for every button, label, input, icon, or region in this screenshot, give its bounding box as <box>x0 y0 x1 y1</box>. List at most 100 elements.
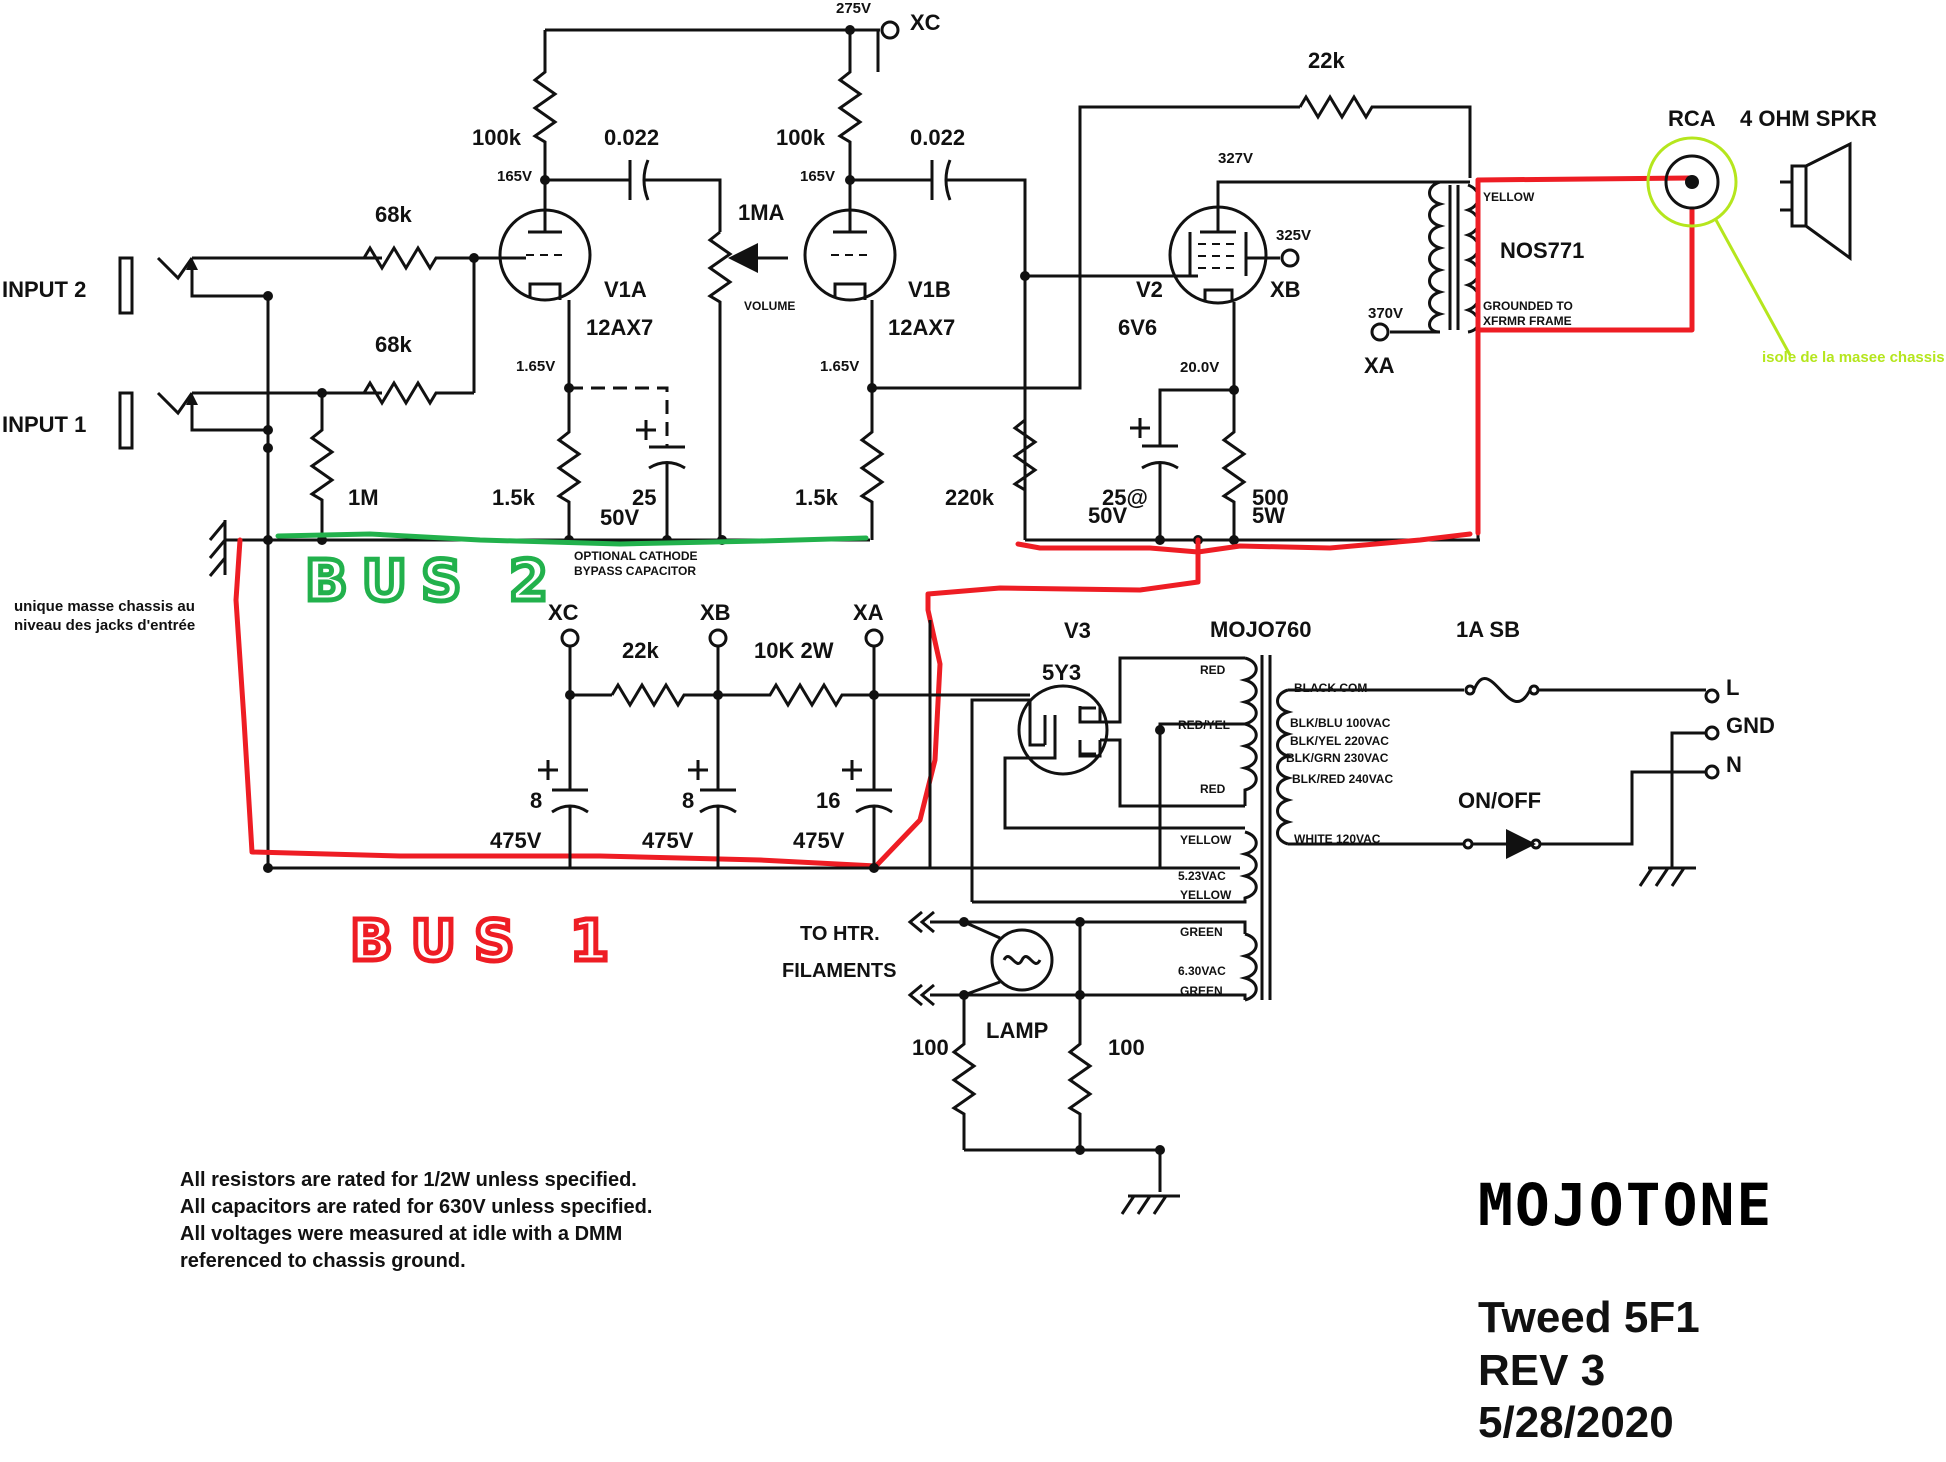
label-25-a: 25 <box>632 485 656 510</box>
voltage-370: 370V <box>1368 305 1403 322</box>
pt-red-bot: RED <box>1200 782 1226 796</box>
v3-name: V3 <box>1064 618 1091 643</box>
label-8-a-v: 475V <box>490 828 542 853</box>
heater-ground-icon <box>1120 1194 1180 1215</box>
ot-yellow: YELLOW <box>1483 190 1535 204</box>
rca-jack <box>1646 136 1738 228</box>
volume-pot <box>707 230 788 540</box>
capacitor-8-a <box>538 695 589 868</box>
label-220k: 220k <box>945 485 995 510</box>
pt-630: 6.30VAC <box>1178 964 1226 978</box>
tube-v3 <box>940 656 1245 902</box>
capacitor-16 <box>842 695 893 868</box>
rca-label: RCA <box>1668 106 1716 131</box>
pt-blk-red: BLK/RED 240VAC <box>1292 772 1393 786</box>
switch-label: ON/OFF <box>1458 788 1541 813</box>
pt-yellow-bot: YELLOW <box>1180 888 1232 902</box>
v2-type: 6V6 <box>1118 315 1157 340</box>
mains-gnd: GND <box>1726 713 1775 738</box>
ot-ground-1: GROUNDED TO <box>1483 299 1573 313</box>
pt-blk-yel: BLK/YEL 220VAC <box>1290 734 1389 748</box>
label-16-v: 475V <box>793 828 845 853</box>
label-0022-a: 0.022 <box>604 125 659 150</box>
resistor-68k-b <box>322 380 474 406</box>
lamp-label: LAMP <box>986 1018 1048 1043</box>
label-16: 16 <box>816 788 840 813</box>
input-1-jack <box>118 391 382 450</box>
note-line1: All resistors are rated for 1/2W unless … <box>180 1169 637 1191</box>
power-transformer <box>972 655 1294 1002</box>
ot-ground-2: XFRMR FRAME <box>1483 314 1572 328</box>
input-2-label: INPUT 2 <box>2 277 86 302</box>
node-xc-label-supply: XC <box>548 600 579 625</box>
label-10k: 10K 2W <box>754 638 834 663</box>
node-xa-label-supply: XA <box>853 600 884 625</box>
resistor-100k-a <box>532 30 558 180</box>
mojotone-logo: MOJOTONE <box>1478 1171 1773 1239</box>
node-xb-v2 <box>1280 248 1300 268</box>
voltage-165-a: 165V <box>497 168 532 185</box>
input-1-label: INPUT 1 <box>2 412 86 437</box>
v1a-name: V1A <box>604 277 647 302</box>
isolation-note: isole de la masee chassis <box>1762 349 1945 366</box>
label-500-w: 5W <box>1252 503 1285 528</box>
power-switch-icon <box>1462 829 1542 859</box>
resistor-68k-a <box>322 245 474 271</box>
ground-note-line1: unique masse chassis au <box>14 598 195 615</box>
pt-green-top: GREEN <box>1180 925 1223 939</box>
node-xc-supply <box>560 628 580 648</box>
bypass-note-1: OPTIONAL CATHODE <box>574 549 698 563</box>
label-volume: VOLUME <box>744 299 795 313</box>
label-25-b-v: 50V <box>1088 503 1127 528</box>
label-15k-b: 1.5k <box>795 485 839 510</box>
label-25-b: 25@ <box>1102 485 1148 510</box>
tube-v1b <box>803 180 897 302</box>
voltage-165-b: 165V <box>800 168 835 185</box>
v1b-name: V1B <box>908 277 951 302</box>
node-xb-label-supply: XB <box>700 600 731 625</box>
note-line2: All capacitors are rated for 630V unless… <box>180 1196 652 1218</box>
label-68k-a: 68k <box>375 202 412 227</box>
pt-name: MOJO760 <box>1210 617 1312 642</box>
capacitor-25-optional <box>569 386 686 540</box>
tube-v2 <box>1025 180 1470 305</box>
title-line1: Tweed 5F1 <box>1478 1293 1700 1342</box>
pt-523: 5.23VAC <box>1178 869 1226 883</box>
label-8-a: 8 <box>530 788 542 813</box>
mains-l: L <box>1726 675 1739 700</box>
label-1ma: 1MA <box>738 200 785 225</box>
resistor-10k-2w <box>718 682 940 708</box>
label-1m: 1M <box>348 485 379 510</box>
heater-arrow-icon-top <box>907 910 935 934</box>
label-68k-b: 68k <box>375 332 412 357</box>
voltage-275: 275V <box>836 0 871 17</box>
title-line2: REV 3 <box>1478 1346 1605 1395</box>
capacitor-0022-a <box>545 159 722 232</box>
pilot-lamp-icon <box>963 920 1054 997</box>
node-xc-label-top: XC <box>910 10 941 35</box>
label-100-b: 100 <box>1108 1035 1145 1060</box>
label-100k-a: 100k <box>472 125 522 150</box>
v1a-type: 12AX7 <box>586 315 653 340</box>
node-xb-supply <box>708 628 728 648</box>
label-22k-fb: 22k <box>1308 48 1345 73</box>
ot-name: NOS771 <box>1500 238 1584 263</box>
heater-line1: TO HTR. <box>800 923 880 945</box>
resistor-15k-a <box>556 388 582 540</box>
bypass-note-2: BYPASS CAPACITOR <box>574 564 696 578</box>
input-2-jack <box>118 256 382 315</box>
pt-black-com: BLACK COM <box>1294 681 1367 695</box>
heater-line2: FILAMENTS <box>782 960 896 982</box>
resistor-100-a <box>951 995 977 1150</box>
label-8-b: 8 <box>682 788 694 813</box>
voltage-325: 325V <box>1276 227 1311 244</box>
v1b-type: 12AX7 <box>888 315 955 340</box>
bus-1-label: BUS 1 <box>350 909 627 974</box>
label-22k-supply: 22k <box>622 638 659 663</box>
v2-name: V2 <box>1136 277 1163 302</box>
capacitor-8-b <box>688 695 737 868</box>
node-xa-label-ot: XA <box>1364 353 1395 378</box>
fuse-label: 1A SB <box>1456 617 1520 642</box>
speaker-label: 4 OHM SPKR <box>1740 106 1877 131</box>
